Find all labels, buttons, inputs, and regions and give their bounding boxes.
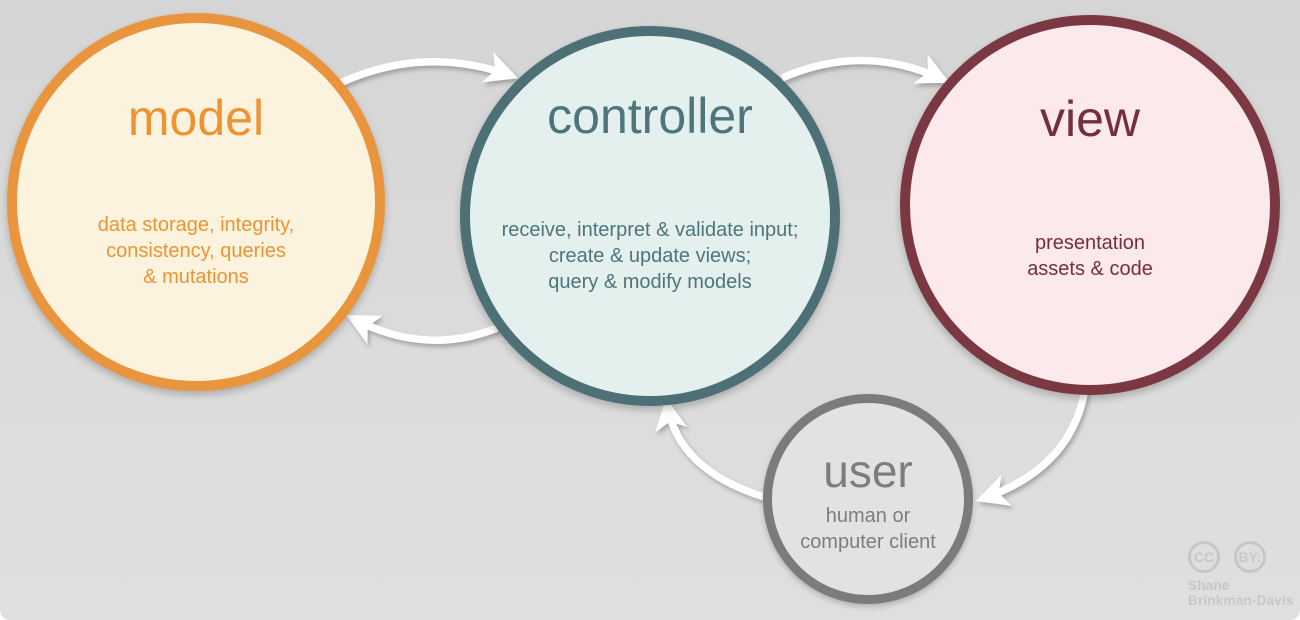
arrow-view-to-user [975,388,1089,506]
model-description: data storage, integrity, consistency, qu… [17,212,375,290]
cc-by-icon: BY: [1234,541,1266,573]
controller-circle: controller receive, interpret & validate… [460,26,840,406]
model-description-line: & mutations [143,266,249,288]
license-badges: CC BY: [1188,541,1300,573]
user-description: human or computer client [772,503,964,555]
cc-icon: CC [1188,541,1220,573]
arrow-controller-to-model [346,314,504,345]
user-description-line: human or [825,505,911,527]
controller-description-line: query & modify models [548,271,752,293]
controller-description-line: receive, interpret & validate input; [501,219,799,241]
user-description-line: computer client [800,531,936,553]
author-line: Shane [1188,578,1230,593]
view-description-line: assets & code [1027,258,1153,280]
arrow-controller-to-view [780,54,950,84]
view-description-line: presentation [1034,232,1146,254]
controller-title: controller [547,88,753,144]
model-circle: model data storage, integrity, consisten… [7,13,385,391]
controller-description: receive, interpret & validate input; cre… [470,217,830,295]
arrow-user-to-controller [655,397,766,501]
model-title: model [127,90,265,146]
model-description-line: data storage, integrity, [97,214,295,236]
view-description: presentation assets & code [910,230,1270,282]
view-circle: view presentation assets & code [900,15,1280,395]
arrow-model-to-controller [336,51,519,88]
user-title: user [823,445,913,497]
user-circle: user human or computer client [763,394,973,604]
attribution: CC BY: Shane Brinkman-Davis [1188,541,1300,608]
view-title: view [1039,91,1141,147]
controller-description-line: create & update views; [548,245,752,267]
model-description-line: consistency, queries [106,240,286,262]
author-line: Brinkman-Davis [1188,593,1294,608]
author-credit: Shane Brinkman-Davis [1188,578,1300,608]
